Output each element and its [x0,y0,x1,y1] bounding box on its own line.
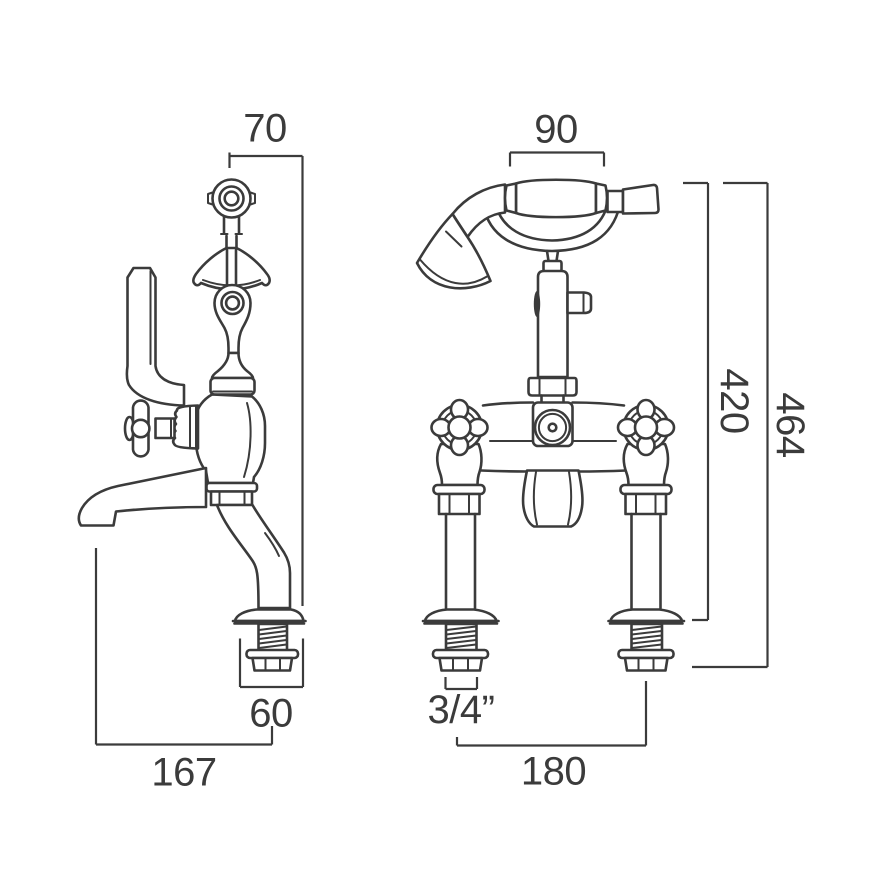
handset [415,178,660,290]
dim-label-height-to-base: 420 [712,368,756,433]
riser-column [527,269,593,404]
spout-front [521,469,584,528]
hose-nozzle [621,183,660,215]
pipe-side [215,503,292,610]
cradle-bell [192,246,271,291]
left-valve [430,398,489,487]
neck-collar [209,351,256,396]
spout-side [77,466,208,527]
dim-90: 90 [508,107,606,167]
center-boss [531,401,574,448]
dim-70: 70 [228,106,304,606]
tail-side [231,608,307,672]
dim-label-handset-width: 90 [534,107,578,151]
left-leg [421,483,500,672]
dim-label-spout-projection: 167 [151,750,216,794]
handset-grip [514,178,598,219]
dim-180: 180 [455,681,648,793]
shower-head-bell [415,212,492,290]
cross-handle-side [123,399,176,458]
lever-handle [125,266,186,407]
hook-ring [207,178,256,251]
dim-label-hook-offset: 70 [243,106,287,150]
front-view [415,178,686,672]
dim-label-inlet-centres: 180 [521,749,586,793]
hex-collar-side [205,481,259,507]
right-valve [616,398,676,487]
dimension-annotations: 70 60 167 90 420 464 3/4” 180 [94,106,812,794]
side-view [77,178,307,672]
riser-pivot-shadow [533,291,541,317]
right-leg [607,483,686,672]
dim-label-connection-size: 3/4” [428,688,495,732]
knurled-bonnet [171,404,200,450]
cradle-stem [542,249,563,273]
dim-label-overall-height: 464 [768,392,812,457]
hose-step [606,189,625,214]
dim-167: 167 [94,548,274,794]
dim-420: 420 [683,181,756,622]
teardrop-boss [213,283,252,355]
dim-464: 464 [692,181,812,669]
dim-three-quarter: 3/4” [428,677,495,732]
